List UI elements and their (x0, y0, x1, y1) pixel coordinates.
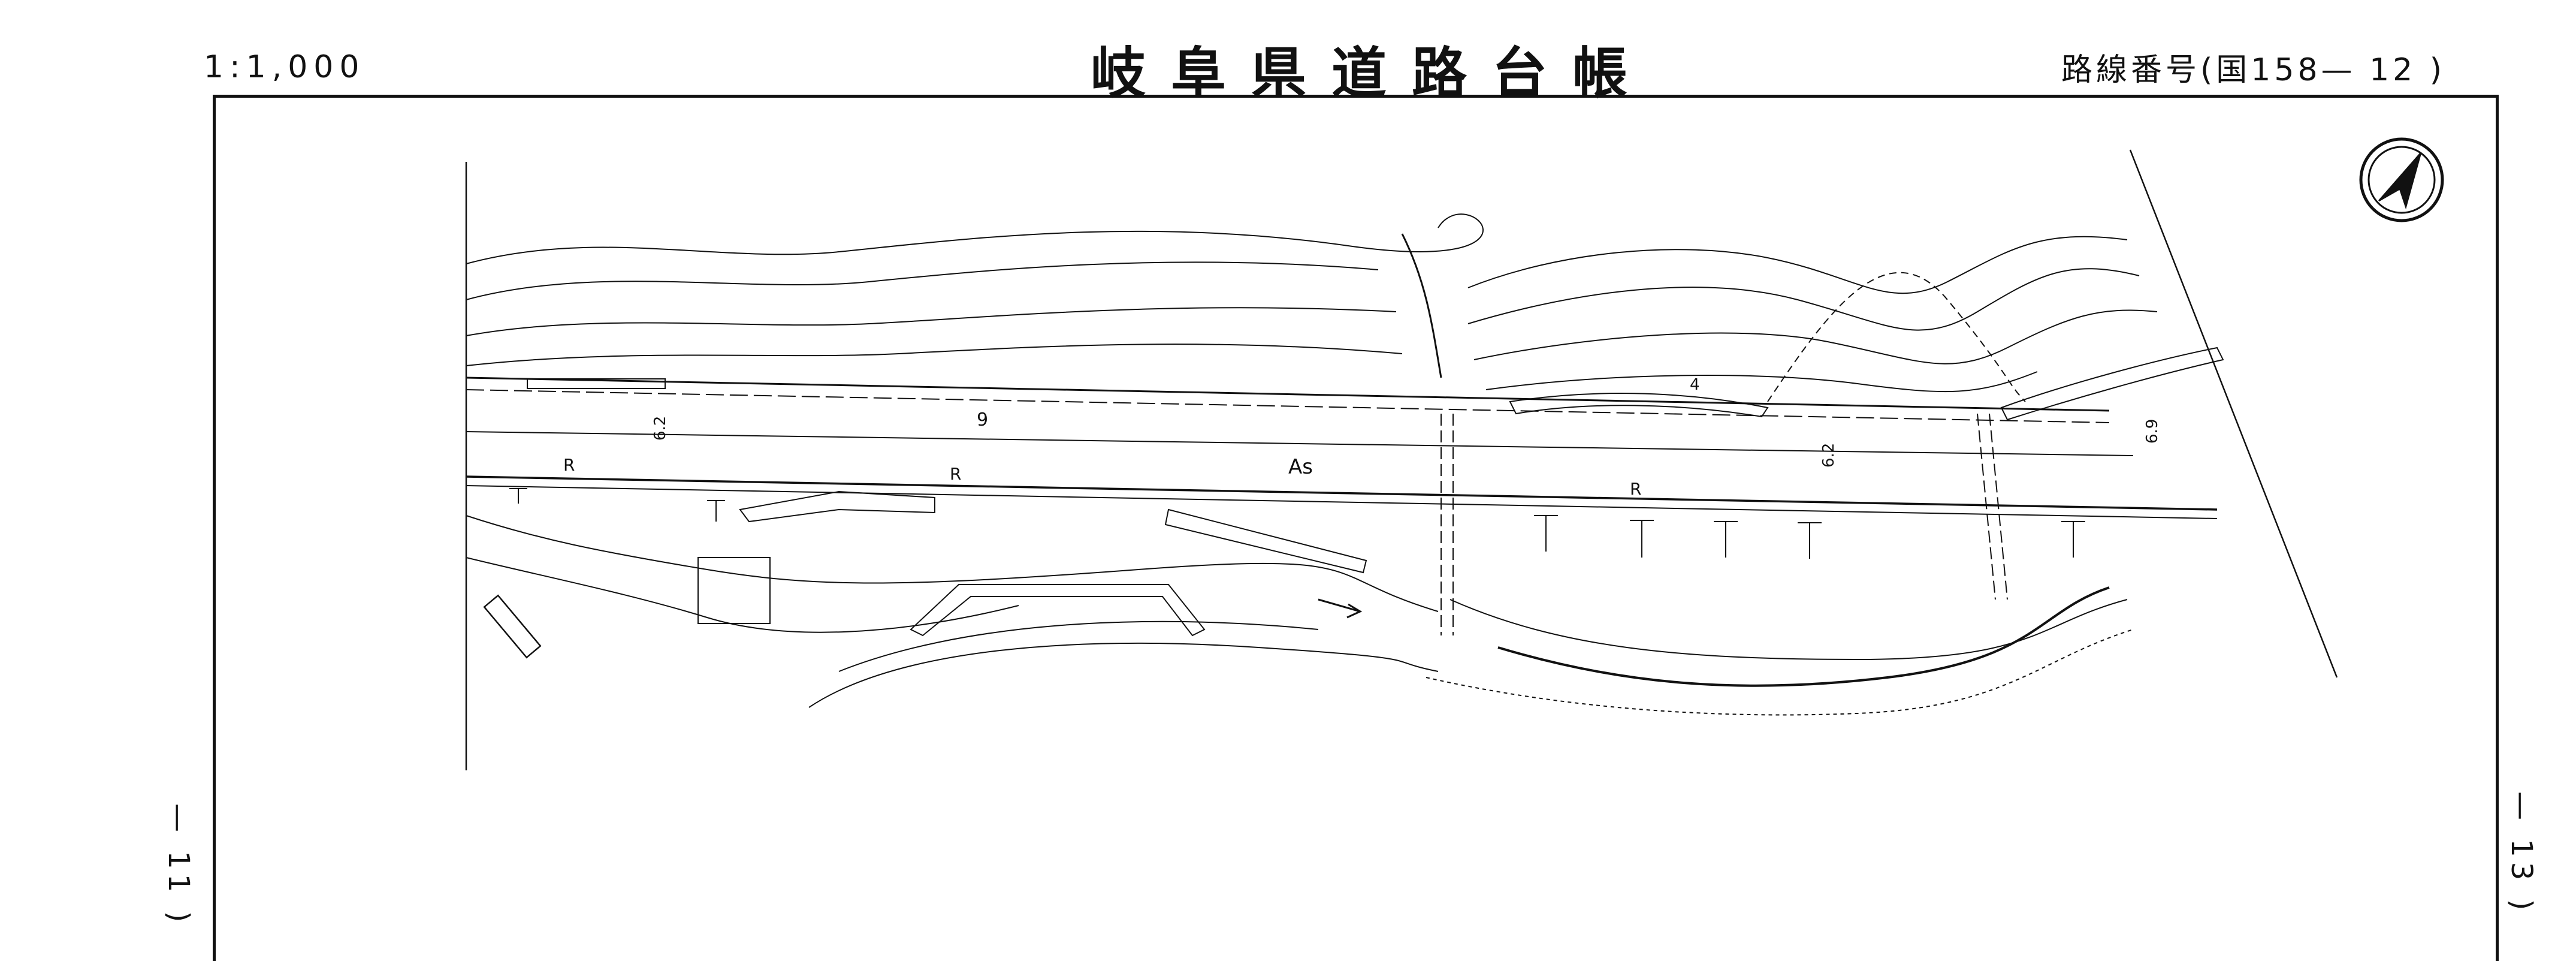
road-edge-south (466, 475, 2218, 511)
stream (1401, 233, 1442, 378)
river-banks (466, 515, 2134, 716)
previous-sheet-label[interactable]: — 11 ) (162, 803, 195, 927)
r-mark-3: R (1630, 479, 1641, 499)
road-edge-south-2 (466, 485, 2218, 519)
map-right-boundary (2129, 149, 2338, 678)
contour-lines (466, 213, 2158, 402)
guardrail-posts (509, 488, 2085, 559)
point-label: 4 (1690, 376, 1700, 394)
flow-arrow (1318, 598, 1363, 619)
station-label: 9 (977, 409, 988, 430)
width-label-left: 6.2 (651, 416, 669, 441)
road-edge-north-2 (466, 389, 2110, 423)
surface-label: As (1288, 455, 1313, 479)
culverts (1440, 413, 2008, 635)
width-label-far: 6.9 (2143, 419, 2161, 444)
road-edge-north (466, 376, 2110, 412)
map-scale: 1:1,000 (204, 49, 366, 85)
r-mark-1: R (563, 455, 575, 475)
retaining-walls (527, 347, 2224, 637)
width-label-right: 6.2 (1820, 443, 1838, 468)
north-arrow-icon (2359, 137, 2444, 222)
next-sheet-label[interactable]: — 13 ) (2505, 791, 2538, 915)
route-number: 路線番号(国158— 12 ) (2061, 52, 2446, 88)
road-centerline (466, 431, 2134, 456)
map-frame (213, 95, 2499, 961)
building (483, 594, 542, 659)
r-mark-2: R (950, 464, 961, 484)
